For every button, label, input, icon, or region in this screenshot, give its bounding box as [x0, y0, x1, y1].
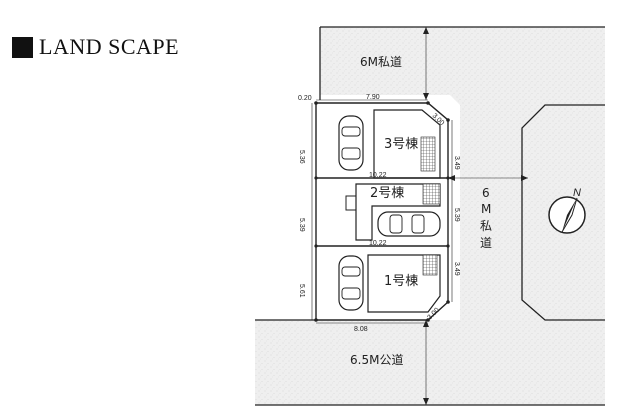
road-label-east-4: 道 — [480, 236, 492, 250]
dim-right-unit3: 3.49 — [453, 156, 460, 170]
unit2-porch — [345, 195, 357, 211]
road-label-east-1: 6 — [482, 186, 490, 200]
meter-box-unit2 — [422, 183, 441, 205]
dimension-lines — [311, 27, 528, 405]
road-label-east-3: 私 — [480, 219, 492, 233]
road-label-south: 6.5M公道 — [350, 353, 403, 367]
dim-bottom-width: 8.08 — [354, 326, 368, 333]
dim-right-unit2: 5.39 — [453, 208, 460, 222]
unit3-footprint — [373, 109, 441, 179]
dimension-dots — [314, 101, 450, 322]
dim-left-unit2: 5.39 — [298, 218, 305, 232]
compass-label: N — [573, 187, 581, 199]
page-title: LAND SCAPE — [39, 34, 180, 59]
compass-icon: N — [548, 187, 586, 234]
meter-box-unit1 — [422, 254, 438, 276]
south-road — [255, 320, 605, 405]
dim-bottom-corner: 3.00 — [426, 307, 441, 322]
north-road — [320, 27, 605, 105]
car-unit1 — [338, 255, 364, 311]
unit2-label: 2号棟 — [370, 186, 404, 201]
road-boundaries — [255, 26, 605, 406]
dim-left-unit1: 5.61 — [298, 284, 305, 298]
unit3-label: 3号棟 — [384, 137, 418, 152]
dim-divider-lower: 10.22 — [369, 240, 387, 247]
dim-right-unit1: 3.49 — [453, 262, 460, 276]
title-square-icon — [12, 36, 33, 58]
meter-box-unit3 — [420, 136, 436, 172]
car-unit2 — [377, 211, 441, 237]
east-road — [460, 105, 605, 320]
road-width-arrows — [423, 27, 528, 405]
dim-top-corner: 3.00 — [431, 112, 446, 127]
dim-left-unit3: 5.36 — [298, 150, 305, 164]
dim-top-offset: 0.20 — [298, 95, 312, 102]
unit1-label: 1号棟 — [384, 274, 418, 289]
road-label-north: 6M私道 — [360, 55, 402, 69]
title-block: LAND SCAPE — [12, 34, 179, 60]
dim-top-width: 7.90 — [366, 94, 380, 101]
car-unit3 — [338, 115, 364, 171]
road-label-east-2: M — [481, 202, 491, 216]
dim-divider-upper: 10.22 — [369, 172, 387, 179]
